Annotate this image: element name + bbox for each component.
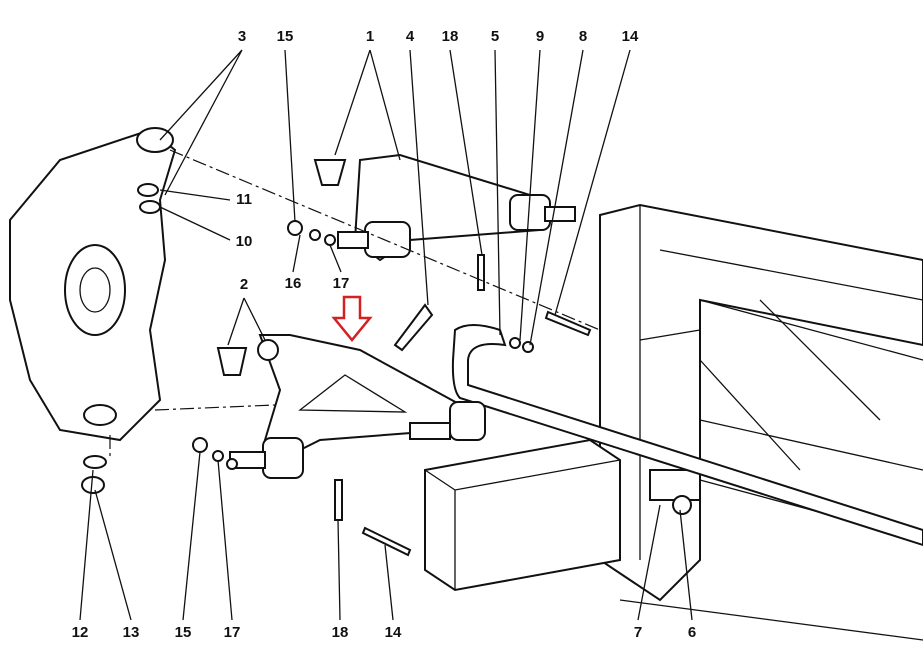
callout-15-bottom: 15 [174, 624, 192, 641]
callout-2: 2 [239, 276, 249, 293]
callout-9: 9 [535, 28, 545, 45]
lower-control-arm [216, 334, 486, 479]
callout-10: 10 [235, 233, 253, 250]
upper-control-arm [313, 153, 576, 262]
callout-18-bottom: 18 [331, 624, 349, 641]
callout-6: 6 [687, 624, 697, 641]
callout-17: 17 [332, 275, 350, 292]
wheel-knuckle [9, 127, 177, 442]
chassis-frame [424, 203, 923, 641]
callout-3: 3 [237, 28, 247, 45]
callout-14: 14 [621, 28, 639, 45]
callout-15: 15 [276, 28, 294, 45]
callout-13: 13 [122, 624, 140, 641]
callout-16: 16 [284, 275, 302, 292]
hardware [81, 183, 592, 557]
callout-5: 5 [490, 28, 500, 45]
callout-18: 18 [441, 28, 459, 45]
callout-14-bottom: 14 [384, 624, 402, 641]
callout-7: 7 [633, 624, 643, 641]
highlight-arrow-icon [331, 295, 373, 342]
callout-8: 8 [578, 28, 588, 45]
callout-1: 1 [365, 28, 375, 45]
callout-4: 4 [405, 28, 415, 45]
callout-17-bottom: 17 [223, 624, 241, 641]
stabilizer-bar [451, 324, 923, 547]
callout-12: 12 [71, 624, 89, 641]
leader-lines [79, 49, 693, 621]
callout-11: 11 [236, 191, 252, 208]
